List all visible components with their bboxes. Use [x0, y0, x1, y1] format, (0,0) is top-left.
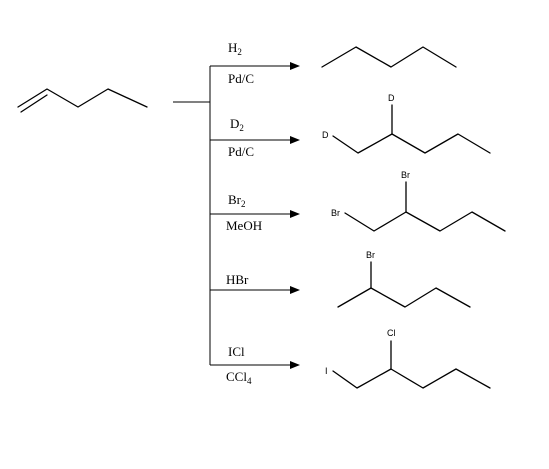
product-5-chloro-iodo: Cl I — [325, 328, 491, 389]
reagent-1-top: H2 — [228, 40, 242, 57]
product-5-top-atom: Cl — [387, 328, 396, 338]
arrow-2 — [210, 136, 300, 144]
product-4-bromopentane: Br — [337, 250, 471, 308]
product-1-pentane — [321, 46, 457, 68]
product-3-dibromo: Br Br — [331, 170, 506, 232]
product-1-chain — [321, 46, 457, 68]
reagent-3-bottom: MeOH — [226, 218, 262, 233]
reagent-2-bottom: Pd/C — [228, 144, 254, 159]
reagent-3-top: Br2 — [228, 192, 246, 209]
product-4-chain — [337, 287, 471, 308]
branch-connector — [173, 66, 211, 365]
reagent-2-top: D2 — [230, 116, 244, 133]
reagent-1-bottom: Pd/C — [228, 71, 254, 86]
product-2-chain — [332, 133, 491, 154]
double-bond-line — [20, 94, 48, 113]
product-3-left-atom: Br — [331, 208, 340, 218]
product-3-chain — [344, 211, 506, 232]
starting-material-chain — [17, 88, 148, 108]
arrow-4 — [210, 286, 300, 294]
product-2-top-atom: D — [388, 93, 395, 103]
product-3-top-atom: Br — [401, 170, 410, 180]
arrow-1 — [210, 62, 300, 70]
starting-material-1-pentene — [17, 88, 148, 113]
arrow-5 — [210, 361, 300, 369]
reagent-labels: H2 Pd/C D2 Pd/C Br2 MeOH HBr ICl CCl4 — [226, 40, 262, 386]
arrow-3 — [210, 210, 300, 218]
product-5-left-atom: I — [325, 366, 328, 376]
product-5-chain — [332, 368, 491, 389]
reaction-arrows — [210, 62, 300, 369]
product-4-top-atom: Br — [366, 250, 375, 260]
product-2-dideuterio: D D — [322, 93, 491, 154]
reagent-4-top: HBr — [226, 272, 249, 287]
reagent-5-top: ICl — [228, 344, 245, 359]
product-2-left-atom: D — [322, 130, 329, 140]
reagent-5-bottom: CCl4 — [226, 369, 252, 386]
